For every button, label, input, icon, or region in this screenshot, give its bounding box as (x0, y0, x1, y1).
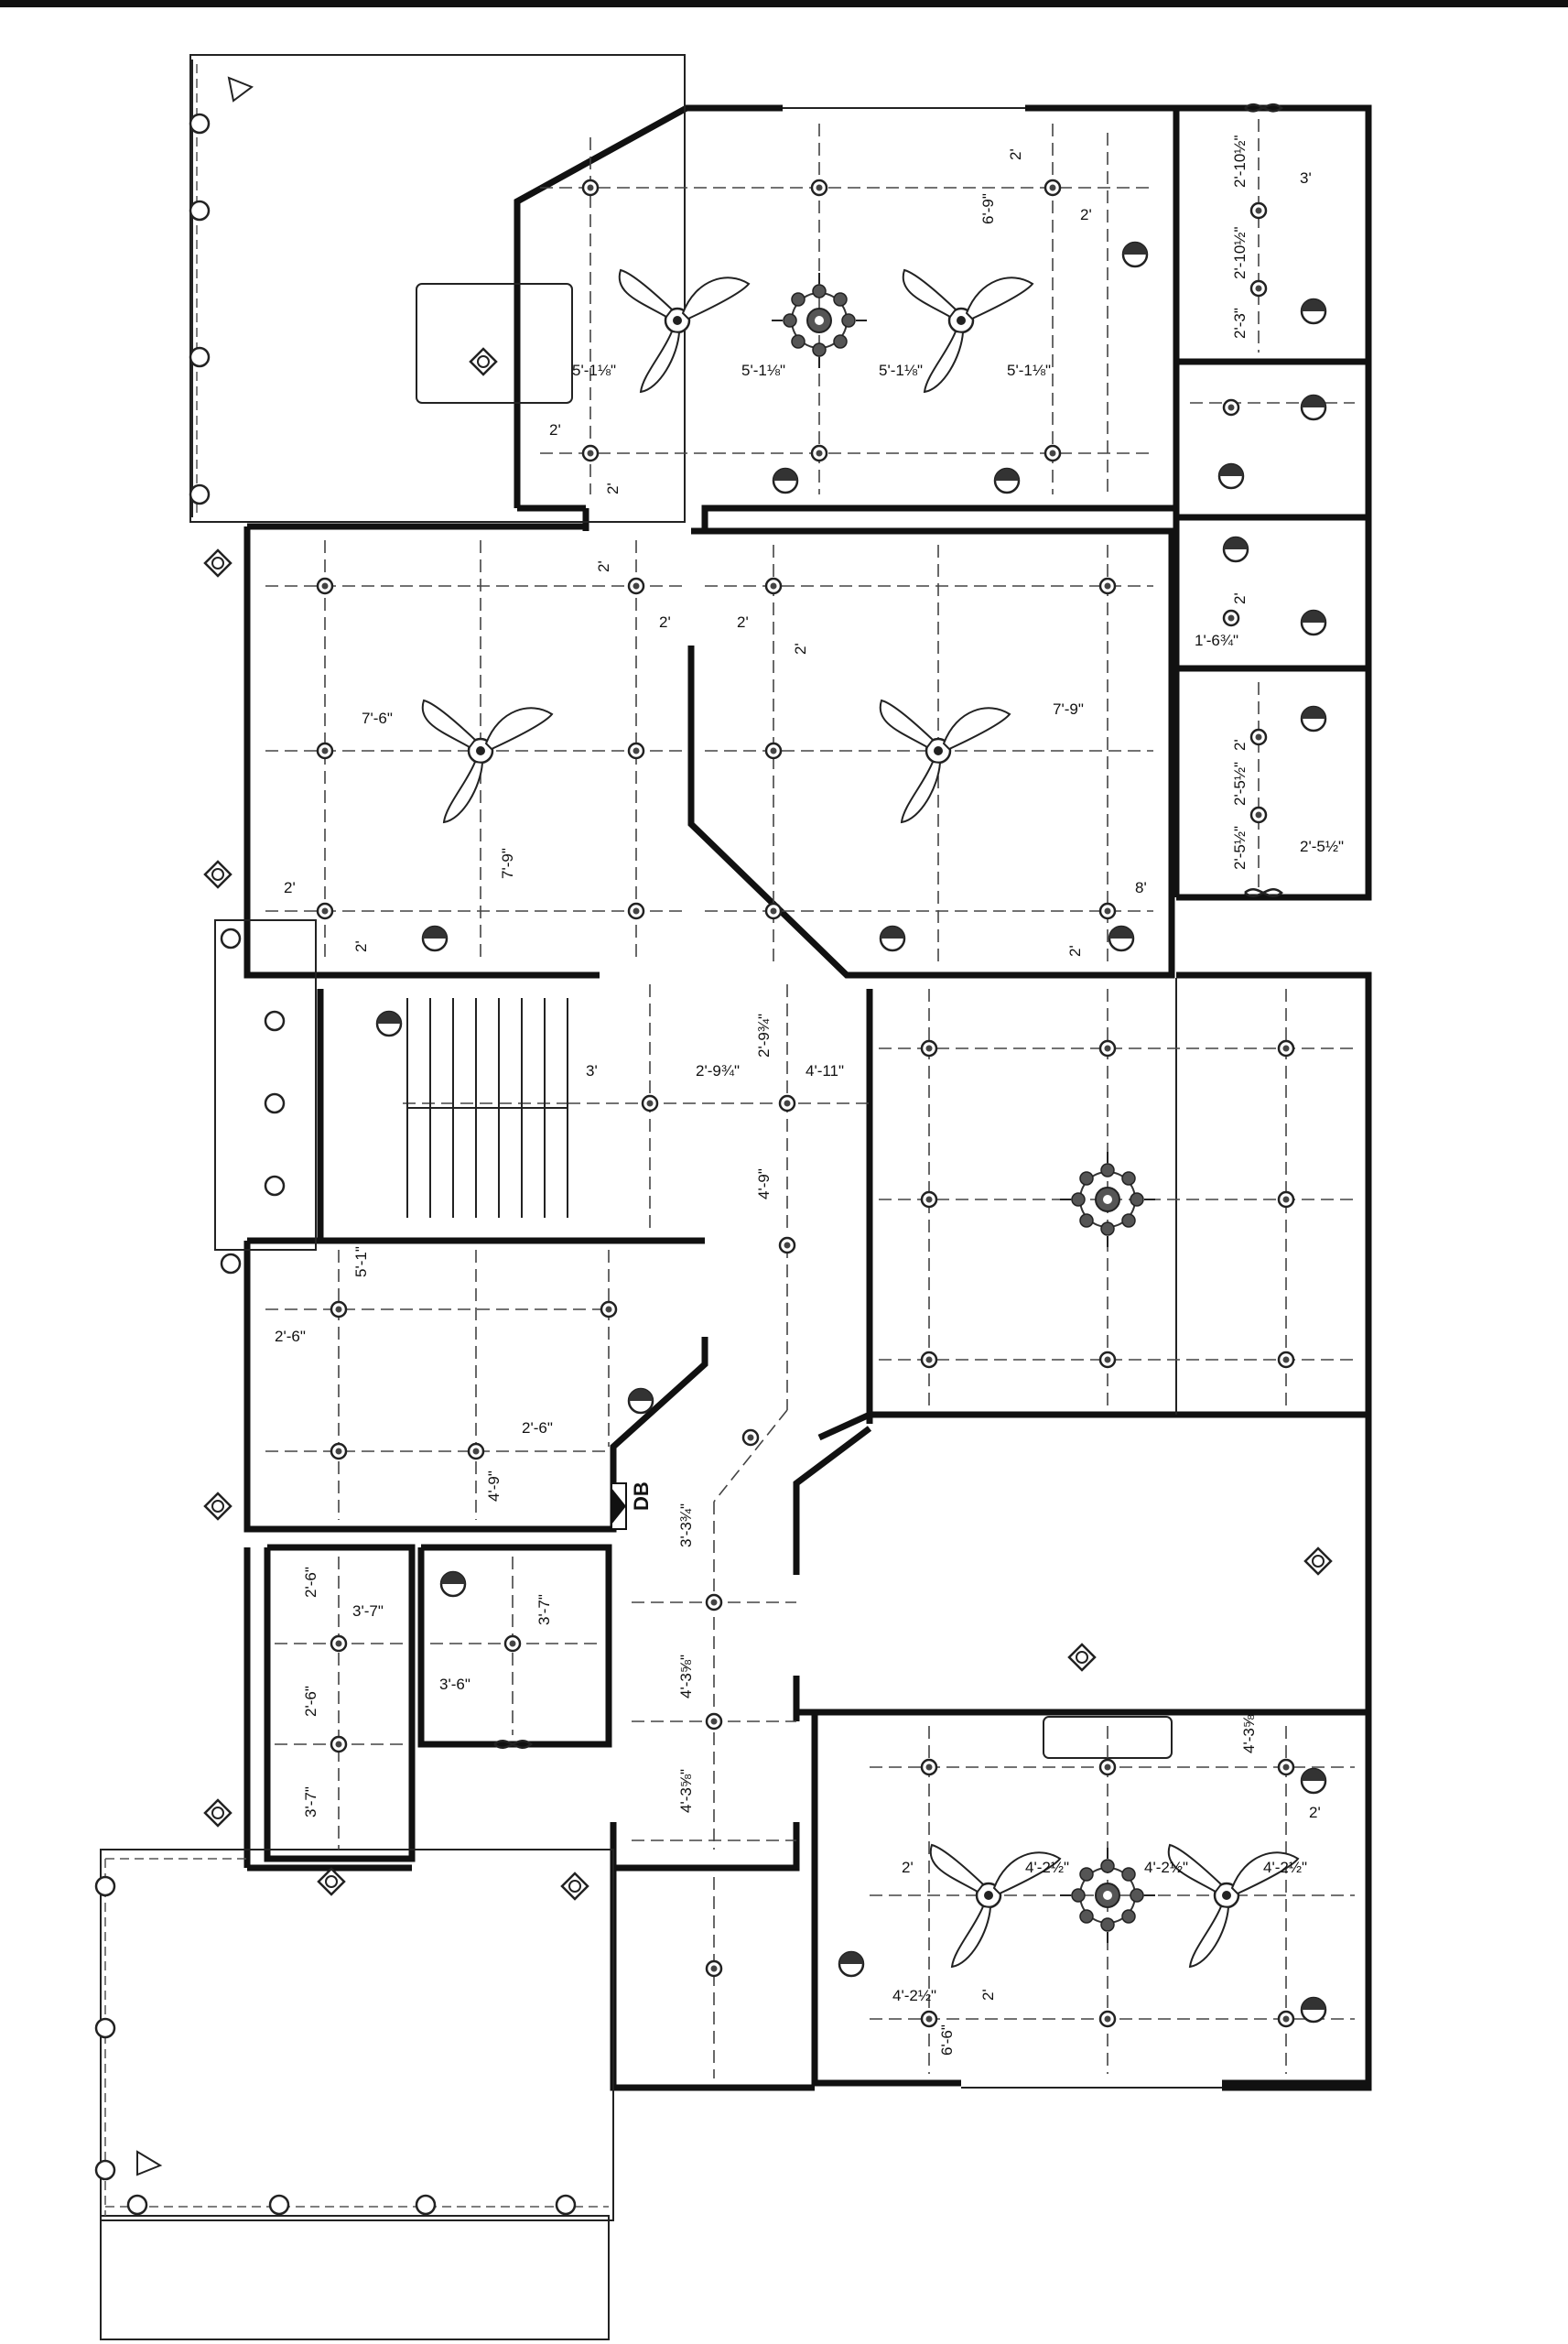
dimension-label: 2' (604, 483, 622, 494)
dimension-label: 3'-7" (352, 1602, 384, 1620)
dimension-label: 2' (979, 1989, 997, 2001)
dimension-label: 8' (1135, 879, 1147, 896)
dimension-label: 6'-9" (979, 193, 997, 224)
triangle-marker-icon (136, 2150, 163, 2176)
dimension-label: 2'-6" (275, 1328, 306, 1345)
dimension-label: 7'-6" (362, 710, 393, 727)
dimension-label: 3'-3¾" (677, 1503, 695, 1547)
top-border (0, 0, 1568, 7)
chandelier-icon (1059, 1151, 1156, 1248)
dimension-label: 4'-3⅝" (677, 1769, 695, 1813)
dimension-label: 2' (549, 421, 561, 439)
chandelier-icon (1059, 1847, 1156, 1944)
dimension-label: 5'-1⅛" (572, 362, 616, 379)
dimension-label: 4'-11" (806, 1062, 844, 1080)
dimension-label: 3'-7" (535, 1594, 553, 1625)
dimension-label: 3'-7" (302, 1786, 319, 1818)
dimension-label: 3' (586, 1062, 598, 1080)
dimension-label: 2' (1066, 945, 1084, 957)
dimension-label: 2' (1231, 739, 1249, 751)
panel-label: DB (630, 1481, 653, 1511)
dimension-label: 2'-9¾" (696, 1062, 740, 1080)
dimension-label: 4'-2½" (892, 1987, 936, 2004)
dimension-label: 2'-5½" (1231, 826, 1249, 870)
dimension-label: 4'-3⅝" (677, 1655, 695, 1698)
dimension-label: 4'-2½" (1263, 1859, 1307, 1876)
dimension-label: 2' (1080, 206, 1092, 223)
dimension-label: 4'-9" (485, 1470, 503, 1502)
dimension-label: 2' (659, 613, 671, 631)
dimension-label: 2'-5½" (1300, 838, 1344, 855)
walls (243, 104, 1372, 2091)
ceiling-grid (265, 119, 1355, 2078)
dimension-label: 5'-1" (352, 1246, 370, 1277)
dimension-label: 4'-3⅝" (1240, 1709, 1258, 1753)
dimension-label: 4'-2½" (1144, 1859, 1188, 1876)
dimension-label: 2'-6" (302, 1567, 319, 1598)
dimension-label: 3'-6" (439, 1676, 470, 1693)
dimension-label: 2'-10½" (1231, 136, 1249, 188)
dimension-label: 2' (1231, 592, 1249, 604)
balcony-hatch (104, 64, 609, 2216)
dimension-label: 3' (1300, 169, 1312, 187)
thin-lines (100, 54, 1222, 2340)
dimension-label: 4'-2½" (1025, 1859, 1069, 1876)
dimension-label: 2'-10½" (1231, 227, 1249, 279)
dimension-label: 2' (737, 613, 749, 631)
ceiling-fan-icon (421, 699, 554, 824)
ceiling-fan-icon (879, 699, 1011, 824)
dimension-label: 2' (284, 879, 296, 896)
triangle-marker-icon (227, 76, 254, 103)
dimension-label: 2' (1007, 148, 1024, 160)
dimension-labels: 2' 2' 6'-9" 2'-10½" 2'-10½" 2'-3" 3' 5'-1⅛" 5'-1… (275, 136, 1344, 2056)
stair (406, 998, 568, 1218)
dimension-label: 2' (1309, 1804, 1321, 1821)
dimension-label: 7'-9" (499, 848, 516, 879)
chandelier-icon (771, 272, 868, 369)
exhaust-fan-icon (493, 103, 1283, 1749)
dimension-label: 4'-9" (755, 1168, 773, 1199)
dimension-label: 5'-1⅛" (741, 362, 785, 379)
dimension-label: 2'-3" (1231, 308, 1249, 339)
dimension-label: 2'-6" (522, 1419, 553, 1437)
dimension-label: 6'-6" (938, 2024, 956, 2056)
dimension-label: 2' (595, 560, 612, 572)
dimension-label: 2' (902, 1859, 914, 1876)
dimension-label: 2' (352, 940, 370, 952)
dimension-label: 5'-1⅛" (1007, 362, 1051, 379)
dimension-label: 5'-1⅛" (879, 362, 923, 379)
dimension-label: 7'-9" (1053, 700, 1084, 718)
dimension-label: 2'-5½" (1231, 762, 1249, 806)
distribution-board-icon (611, 1482, 627, 1530)
dimension-label: 2'-6" (302, 1686, 319, 1717)
dimension-label: 2'-9¾" (755, 1014, 773, 1058)
balcony-lights (94, 113, 577, 2216)
dimension-label: 2' (792, 643, 809, 655)
dimension-label: 1'-6¾" (1195, 632, 1238, 649)
